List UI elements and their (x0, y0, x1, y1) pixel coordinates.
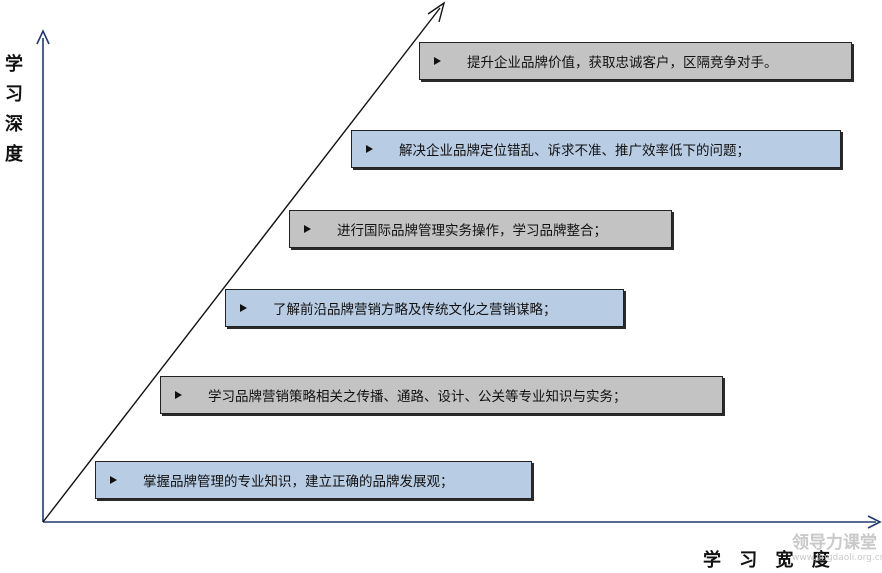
x-axis-label: 学 习 宽 度 (703, 550, 836, 571)
watermark-url: www.lingdaoli.org.cn (792, 553, 882, 563)
step-text: 学习品牌营销策略相关之传播、通路、设计、公关等专业知识与实务； (208, 389, 627, 405)
bullet-arrow-icon (110, 476, 117, 484)
step-box-3: 了解前沿品牌营销方略及传统文化之营销谋略； (225, 289, 624, 327)
y-axis-label-char: 深 (5, 114, 23, 135)
bullet-arrow-icon (175, 391, 182, 399)
diagonal-progress-line (42, 7, 441, 523)
step-box-1: 掌握品牌管理的专业知识，建立正确的品牌发展观； (95, 461, 532, 499)
bullet-arrow-icon (434, 57, 441, 65)
y-axis-arrowhead (36, 29, 50, 45)
bullet-arrow-icon (304, 225, 311, 233)
bullet-arrow-icon (366, 145, 373, 153)
step-text: 进行国际品牌管理实务操作，学习品牌整合； (337, 223, 607, 239)
step-text: 解决企业品牌定位错乱、诉求不准、推广效率低下的问题； (399, 143, 750, 159)
watermark-title: 领导力课堂 (792, 533, 877, 553)
y-axis-label-char: 学 (5, 54, 23, 75)
y-axis-label-char: 习 (5, 84, 23, 105)
step-text: 了解前沿品牌营销方略及传统文化之营销谋略； (273, 302, 557, 318)
step-box-6: 提升企业品牌价值，获取忠诚客户，区隔竞争对手。 (419, 42, 852, 80)
y-axis-label: 学 习 深 度 (4, 50, 24, 170)
step-text: 掌握品牌管理的专业知识，建立正确的品牌发展观； (143, 474, 454, 490)
bullet-arrow-icon (240, 304, 247, 312)
step-text: 提升企业品牌价值，获取忠诚客户，区隔竞争对手。 (467, 55, 778, 71)
step-box-4: 进行国际品牌管理实务操作，学习品牌整合； (289, 210, 672, 248)
y-axis-label-char: 度 (5, 144, 23, 165)
diagonal-arrowhead (427, 1, 446, 23)
x-axis-arrowhead (867, 515, 882, 529)
watermark: 领导力课堂 www.lingdaoli.org.cn (792, 533, 882, 563)
step-box-2: 学习品牌营销策略相关之传播、通路、设计、公关等专业知识与实务； (160, 376, 723, 414)
step-box-5: 解决企业品牌定位错乱、诉求不准、推广效率低下的问题； (351, 130, 841, 168)
